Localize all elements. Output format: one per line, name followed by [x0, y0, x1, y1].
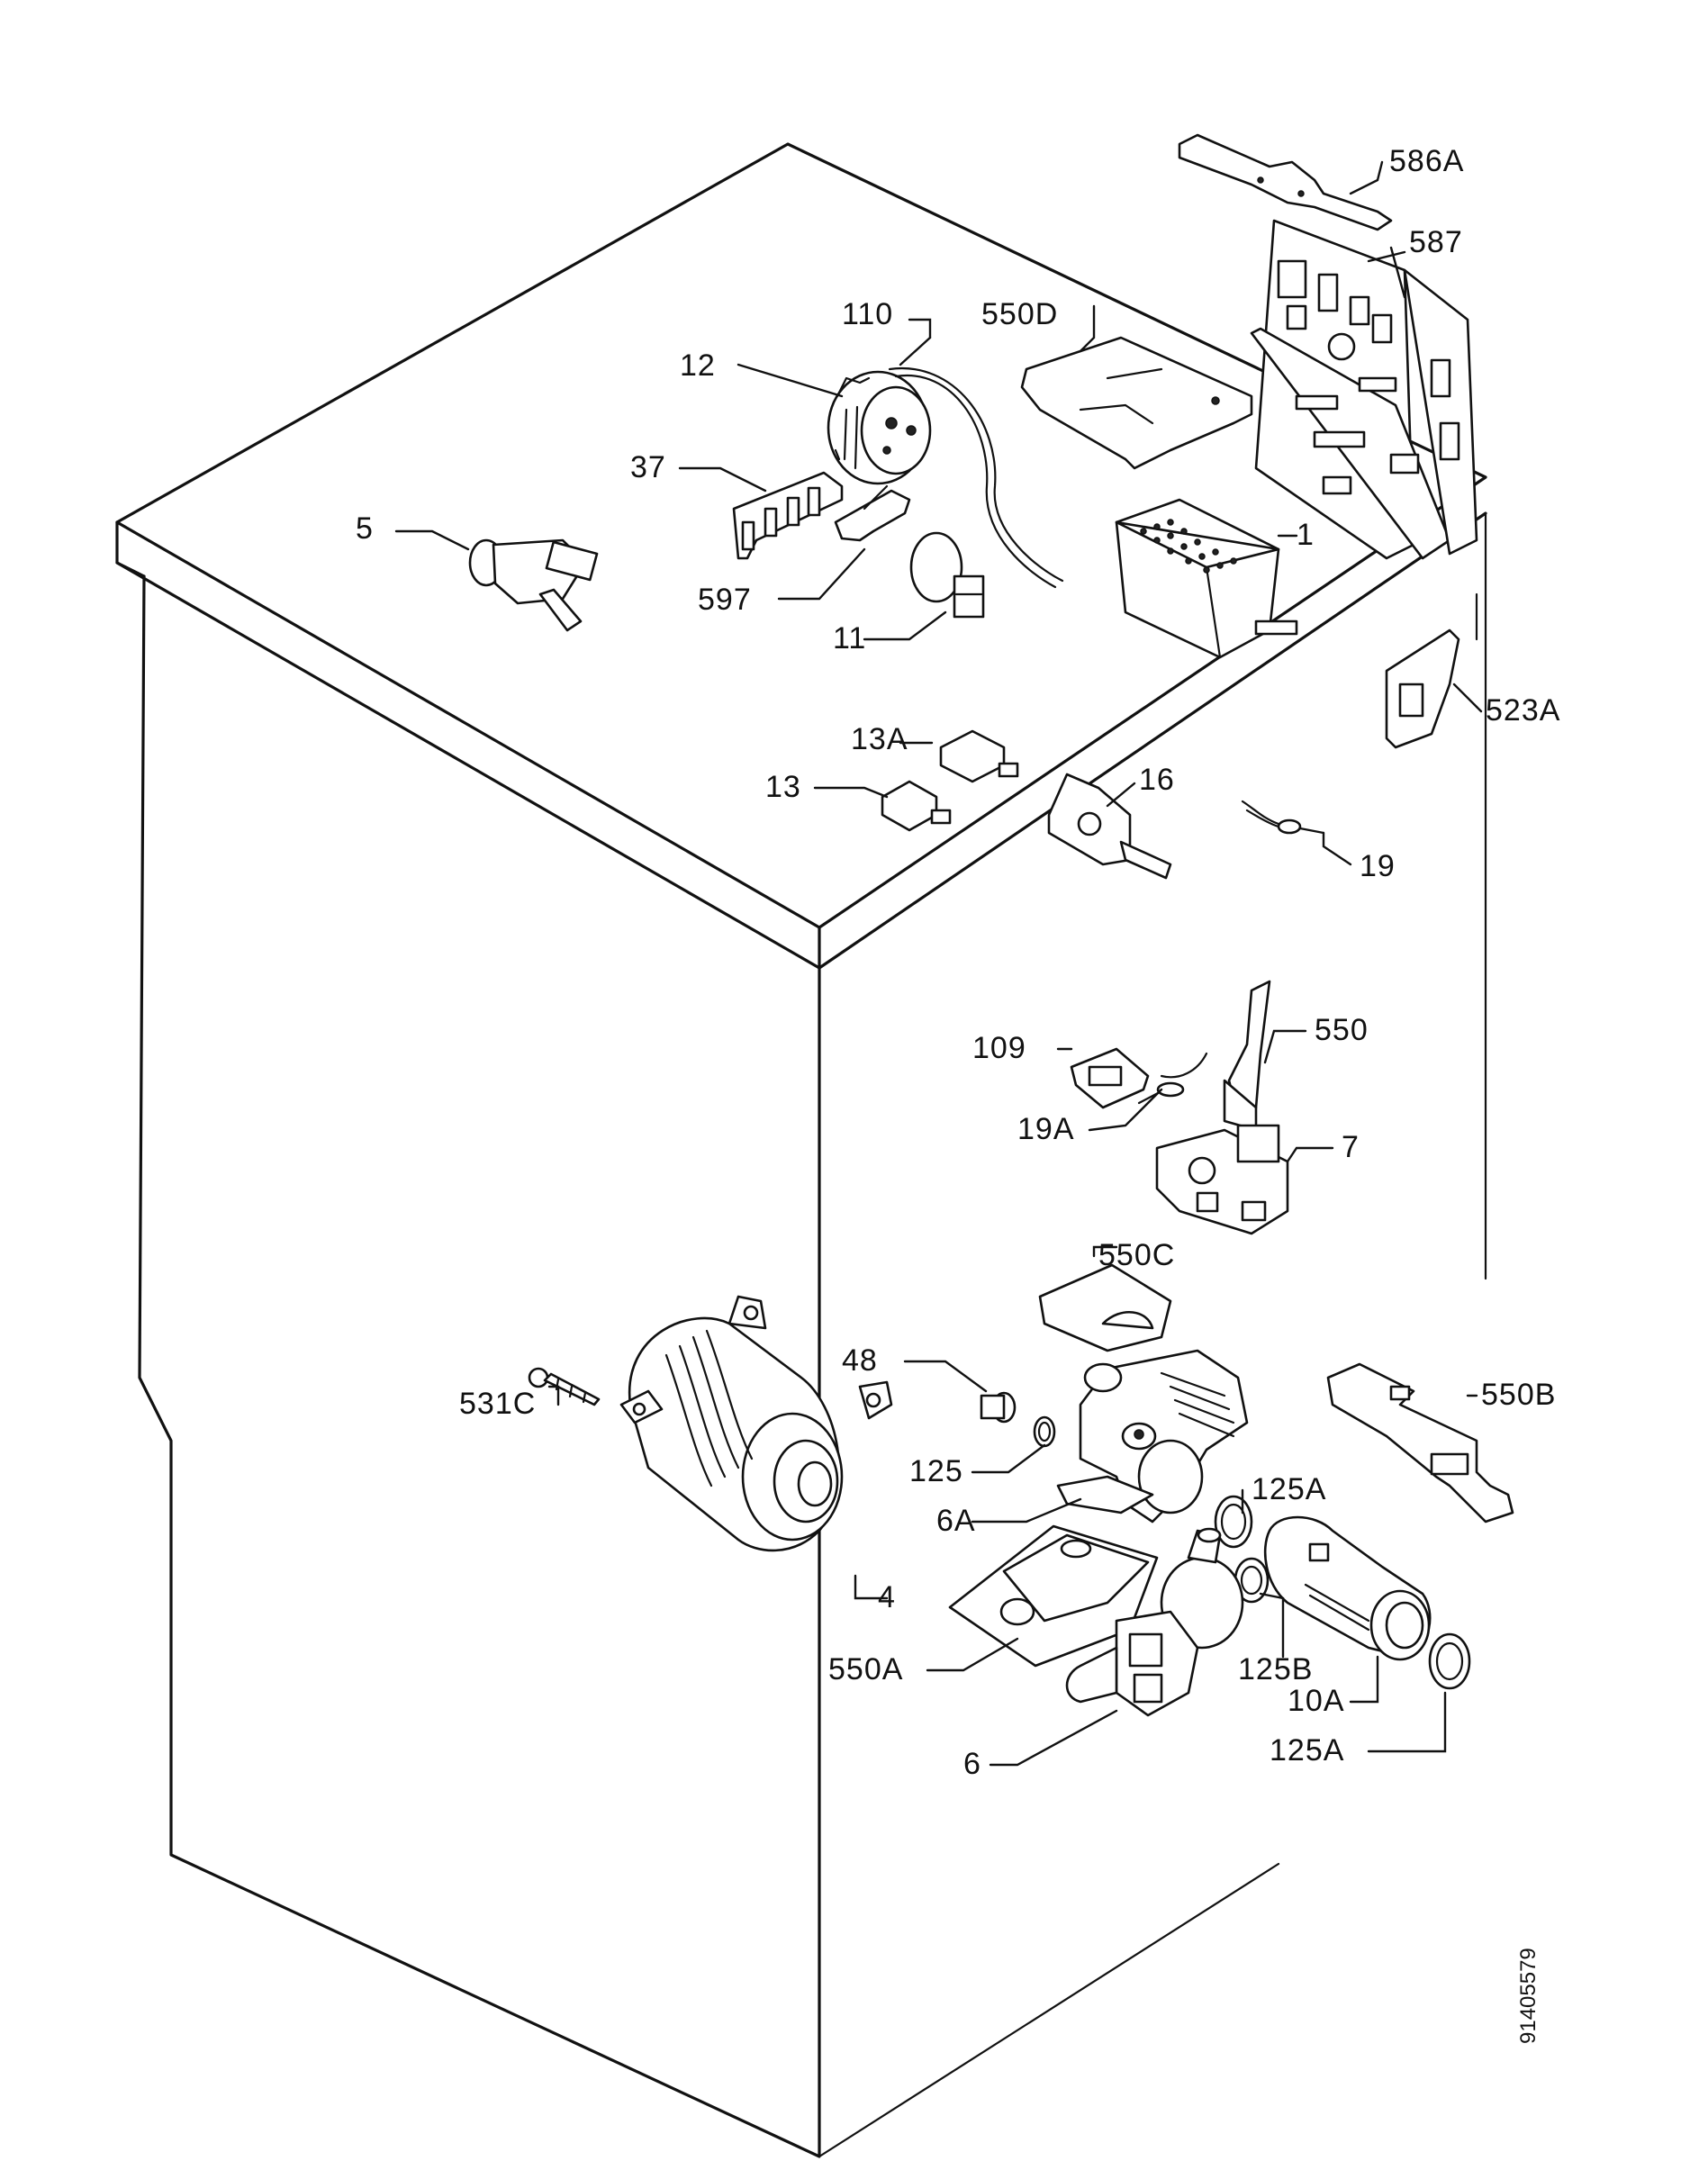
part-586A-bracket	[1178, 133, 1393, 231]
label-523A: 523A	[1486, 693, 1560, 728]
cabinet-outline	[115, 142, 1487, 2158]
part-109-cover	[1070, 1047, 1150, 1109]
label-6: 6	[963, 1747, 981, 1781]
part-523A-bracket	[1385, 628, 1460, 749]
part-pump-housing	[1056, 1349, 1249, 1524]
part-5-inlet-valve	[468, 538, 599, 632]
label-12: 12	[680, 348, 716, 383]
label-19: 19	[1360, 849, 1396, 883]
label-11: 11	[833, 621, 866, 656]
label-5: 5	[356, 511, 374, 546]
label-550D: 550D	[981, 297, 1058, 331]
part-4-motor	[619, 1295, 893, 1552]
label-531C: 531C	[459, 1387, 536, 1421]
part-13-connector	[881, 780, 952, 832]
part-550A-cover	[948, 1524, 1159, 1668]
document-number: 91405579	[1516, 1948, 1541, 2044]
part-550C-cover	[1038, 1263, 1172, 1352]
label-125A-bottom: 125A	[1270, 1733, 1344, 1768]
label-109: 109	[972, 1031, 1026, 1065]
label-550C: 550C	[1098, 1238, 1175, 1272]
part-11-capacitor	[909, 531, 985, 619]
part-48-fitting	[980, 1391, 1017, 1424]
part-125A-seal-top	[1214, 1495, 1253, 1549]
part-6-drain-pump	[1065, 1527, 1244, 1717]
label-550B: 550B	[1481, 1378, 1556, 1412]
part-550D-cover	[1020, 336, 1253, 470]
label-48: 48	[842, 1343, 878, 1378]
label-125A-top: 125A	[1252, 1472, 1326, 1506]
part-531C-screw	[528, 1367, 601, 1406]
part-19A-sensor	[1137, 1052, 1208, 1105]
label-586A: 586A	[1389, 144, 1464, 178]
label-7: 7	[1342, 1130, 1360, 1164]
label-19A: 19A	[1017, 1112, 1075, 1146]
part-10A-filter	[1263, 1515, 1432, 1661]
label-597: 597	[698, 583, 752, 617]
label-6A: 6A	[936, 1504, 976, 1538]
part-16-door-switch	[1047, 773, 1172, 880]
part-37-terminal-block	[732, 471, 844, 560]
part-110-hose	[888, 366, 1064, 589]
part-labels: 586A 587 110 550D 12 37 5 597 11 1 523A …	[356, 144, 1560, 1781]
part-7-thermostat	[1155, 1124, 1289, 1235]
label-16: 16	[1139, 763, 1175, 797]
label-13: 13	[765, 770, 801, 804]
label-550A: 550A	[828, 1652, 903, 1686]
part-587-control-board	[1250, 219, 1478, 560]
part-550-harness	[1223, 980, 1271, 1132]
label-4: 4	[878, 1580, 896, 1614]
part-597-clip	[834, 484, 911, 542]
part-550B-bracket	[1326, 1362, 1514, 1524]
leader-lines	[394, 160, 1483, 1767]
part-125-seal	[1033, 1415, 1056, 1448]
label-37: 37	[630, 450, 666, 484]
label-550: 550	[1315, 1013, 1369, 1047]
label-125: 125	[909, 1454, 963, 1488]
part-13A-connector	[939, 729, 1019, 783]
part-12-pressure-switch	[827, 370, 932, 485]
part-19-sensor	[1241, 800, 1325, 835]
label-10A: 10A	[1288, 1684, 1345, 1718]
label-587: 587	[1409, 225, 1463, 259]
label-13A: 13A	[851, 722, 908, 756]
part-1-programmer	[1115, 498, 1298, 659]
label-110: 110	[842, 297, 893, 331]
label-125B: 125B	[1238, 1652, 1313, 1686]
label-1: 1	[1297, 518, 1315, 552]
part-125A-seal-bottom	[1428, 1632, 1471, 1690]
